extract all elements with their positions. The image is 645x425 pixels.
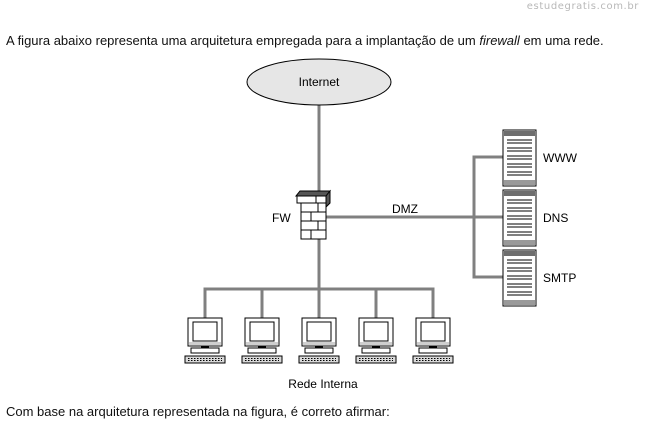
- question-text: Com base na arquitetura representada na …: [6, 404, 390, 419]
- intro-text-after: em uma rede.: [519, 33, 604, 48]
- workstation-icon: [355, 317, 397, 364]
- firewall-label: FW: [272, 211, 291, 225]
- workstation-icon: [241, 317, 283, 364]
- intro-text-before: A figura abaixo representa uma arquitetu…: [6, 33, 480, 48]
- internal-network-label: Rede Interna: [288, 377, 358, 391]
- workstation-icon: [298, 317, 340, 364]
- workstation-icon: [412, 317, 454, 364]
- internet-label: Internet: [299, 75, 340, 89]
- internet-cloud: [246, 58, 392, 106]
- dmz-label: DMZ: [392, 202, 418, 216]
- server-dns-icon: [502, 189, 537, 247]
- firewall-icon: [294, 189, 332, 240]
- network-links: [203, 102, 504, 320]
- intro-text: A figura abaixo representa uma arquitetu…: [6, 33, 604, 48]
- server-www-icon: [502, 129, 537, 187]
- server-smtp-icon: [502, 249, 537, 307]
- server-label-www: WWW: [543, 151, 578, 165]
- watermark: estudegratis.com.br: [526, 1, 639, 12]
- server-label-smtp: SMTP: [543, 271, 576, 285]
- server-label-dns: DNS: [543, 211, 568, 225]
- workstation-icon: [184, 317, 226, 364]
- intro-text-emphasis: firewall: [479, 33, 520, 48]
